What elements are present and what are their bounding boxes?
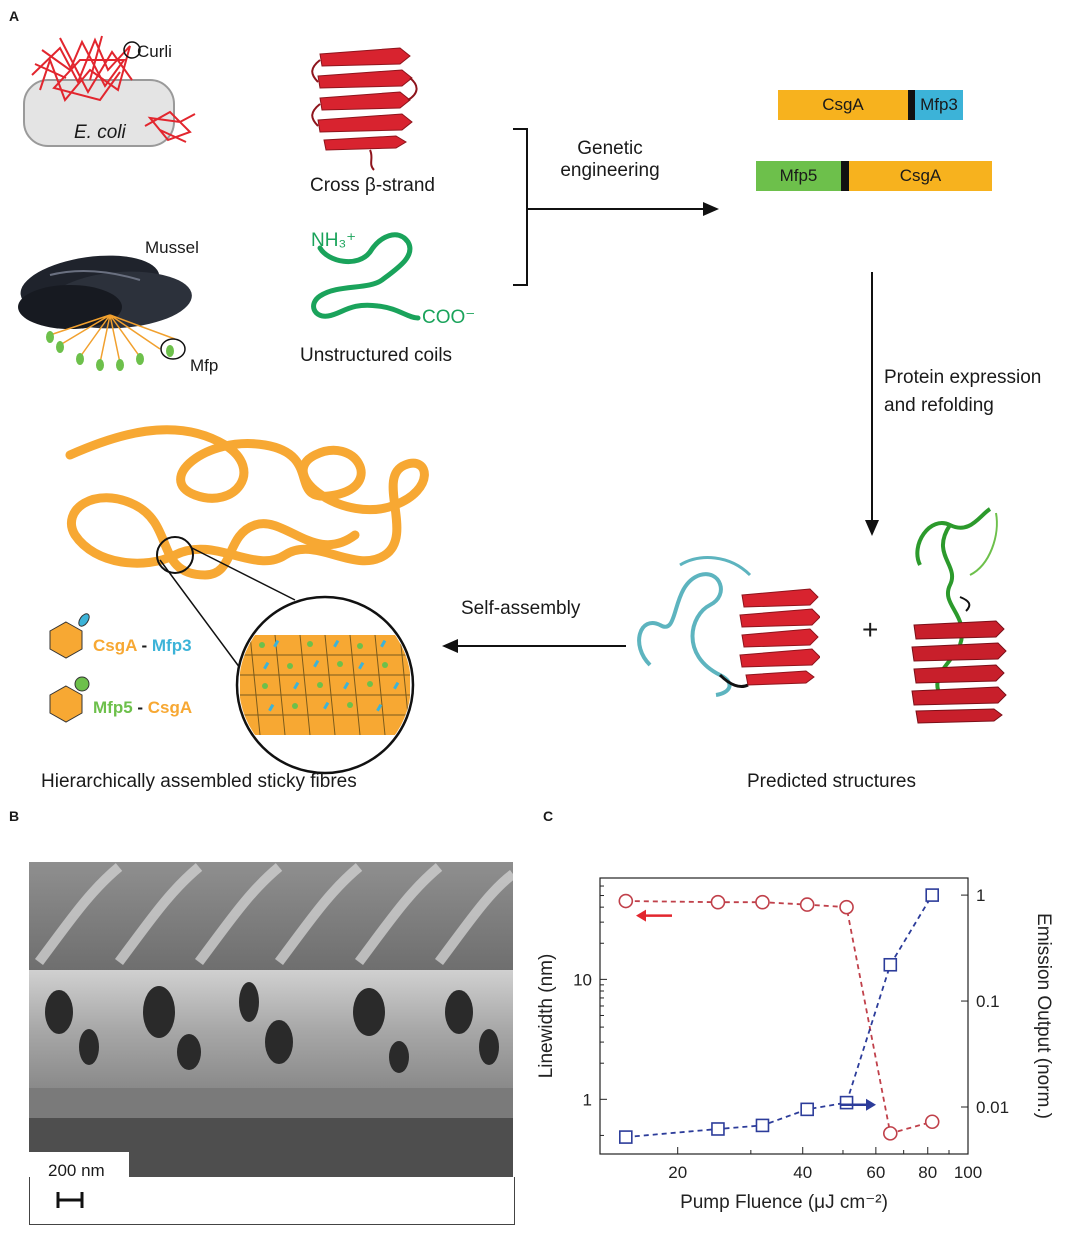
construct1-linker [908, 90, 915, 120]
plot-frame [599, 877, 969, 1155]
data-point-circle [710, 894, 726, 910]
data-point-circle [924, 1114, 940, 1130]
y-left-tick-label: 10 [573, 970, 592, 989]
series-line-right [625, 894, 933, 1138]
sticky-fibre-tangle [65, 425, 429, 580]
x-tick-label: 80 [918, 1163, 937, 1182]
panel-c-letter: C [543, 808, 554, 824]
legend1-a: CsgA [93, 636, 137, 655]
unstructured-label: Unstructured coils [300, 345, 453, 366]
construct1-csga: CsgA [778, 90, 908, 120]
hierarchical-label: Hierarchically assembled sticky fibres [41, 771, 357, 792]
scale-bar [56, 1192, 84, 1208]
panel-b-letter: B [9, 808, 20, 824]
left-axis-arrowhead [636, 909, 646, 922]
data-point-square [755, 1118, 770, 1133]
right-axis-arrowhead [866, 1098, 876, 1111]
data-point-square [839, 1095, 854, 1110]
ecoli-label: E. coli [74, 122, 126, 143]
scale-bar-label: 200 nm [48, 1161, 105, 1180]
expression-line1: Protein expression [884, 367, 1042, 388]
cross-beta-label: Cross β-strand [310, 175, 435, 196]
legend2-sep: - [132, 698, 148, 717]
expression-line2: and refolding [884, 395, 994, 416]
y-right-tick-label: 0.01 [976, 1098, 1009, 1117]
construct2-csga: CsgA [849, 161, 992, 191]
y-right-axis-label: Emission Output (norm.) [1033, 913, 1054, 1119]
legend2-a: Mfp5 [93, 698, 133, 717]
predicted-structures-label: Predicted structures [747, 771, 916, 792]
legend-mfp5-csga: Mfp5 - CsgA [93, 698, 192, 718]
cross-beta-illustration [311, 47, 418, 171]
legend1-sep: - [136, 636, 152, 655]
genetic-line2: engineering [560, 160, 660, 181]
unstructured-coil-illustration [311, 232, 421, 321]
data-point-circle [882, 1126, 898, 1141]
nh3-label: NH₃⁺ [311, 230, 357, 251]
sem-micrograph [29, 862, 513, 1177]
x-tick-label: 100 [954, 1163, 982, 1182]
legend-hexagons [49, 613, 90, 723]
expression-label: Protein expression and refolding [884, 364, 1041, 420]
data-point-square [619, 1130, 633, 1144]
genetic-engineering-label: Genetic engineering [545, 138, 675, 182]
data-point-circle [755, 894, 770, 910]
x-tick-label: 40 [793, 1163, 812, 1182]
x-tick-label: 60 [866, 1163, 885, 1182]
data-point-square [711, 1122, 725, 1136]
legend2-b: CsgA [147, 698, 193, 717]
self-assembly-arrow [442, 639, 626, 653]
legend1-b: Mfp3 [151, 636, 192, 655]
series-line-left [625, 900, 933, 1135]
panel-a-letter: A [9, 8, 20, 24]
construct2-mfp5: Mfp5 [756, 161, 841, 191]
construct1-mfp3: Mfp3 [915, 90, 963, 120]
plus-sign: + [862, 614, 879, 645]
mussel-illustration [18, 255, 192, 371]
mfp-label: Mfp [190, 356, 219, 375]
data-point-circle [618, 893, 634, 909]
coo-label: COO⁻ [422, 307, 476, 328]
curli-label: Curli [137, 42, 172, 61]
predicted-structure-1 [637, 556, 820, 697]
y-left-tick-label: 1 [583, 1090, 592, 1109]
data-point-square [883, 957, 898, 972]
data-point-square [800, 1102, 814, 1117]
y-right-tick-label: 1 [976, 886, 985, 905]
ecoli-illustration [23, 35, 196, 147]
genetic-engineering-arrow [513, 128, 719, 286]
construct2-linker [841, 161, 849, 191]
predicted-structure-2 [911, 507, 1007, 724]
data-point-circle [799, 897, 815, 912]
zoom-inset [159, 547, 415, 775]
expression-arrow [865, 272, 879, 536]
self-assembly-label: Self-assembly [461, 598, 581, 619]
sem-footer [29, 1177, 515, 1225]
y-right-tick-label: 0.1 [976, 992, 1000, 1011]
legend-csga-mfp3: CsgA - Mfp3 [93, 636, 192, 656]
y-left-axis-label: Linewidth (nm) [536, 954, 557, 1079]
x-tick-label: 20 [668, 1163, 687, 1182]
genetic-line1: Genetic [577, 138, 643, 159]
data-point-circle [839, 899, 854, 915]
mussel-label: Mussel [145, 238, 199, 257]
x-axis-label: Pump Fluence (μJ cm⁻²) [680, 1192, 888, 1213]
data-point-square [925, 888, 940, 902]
